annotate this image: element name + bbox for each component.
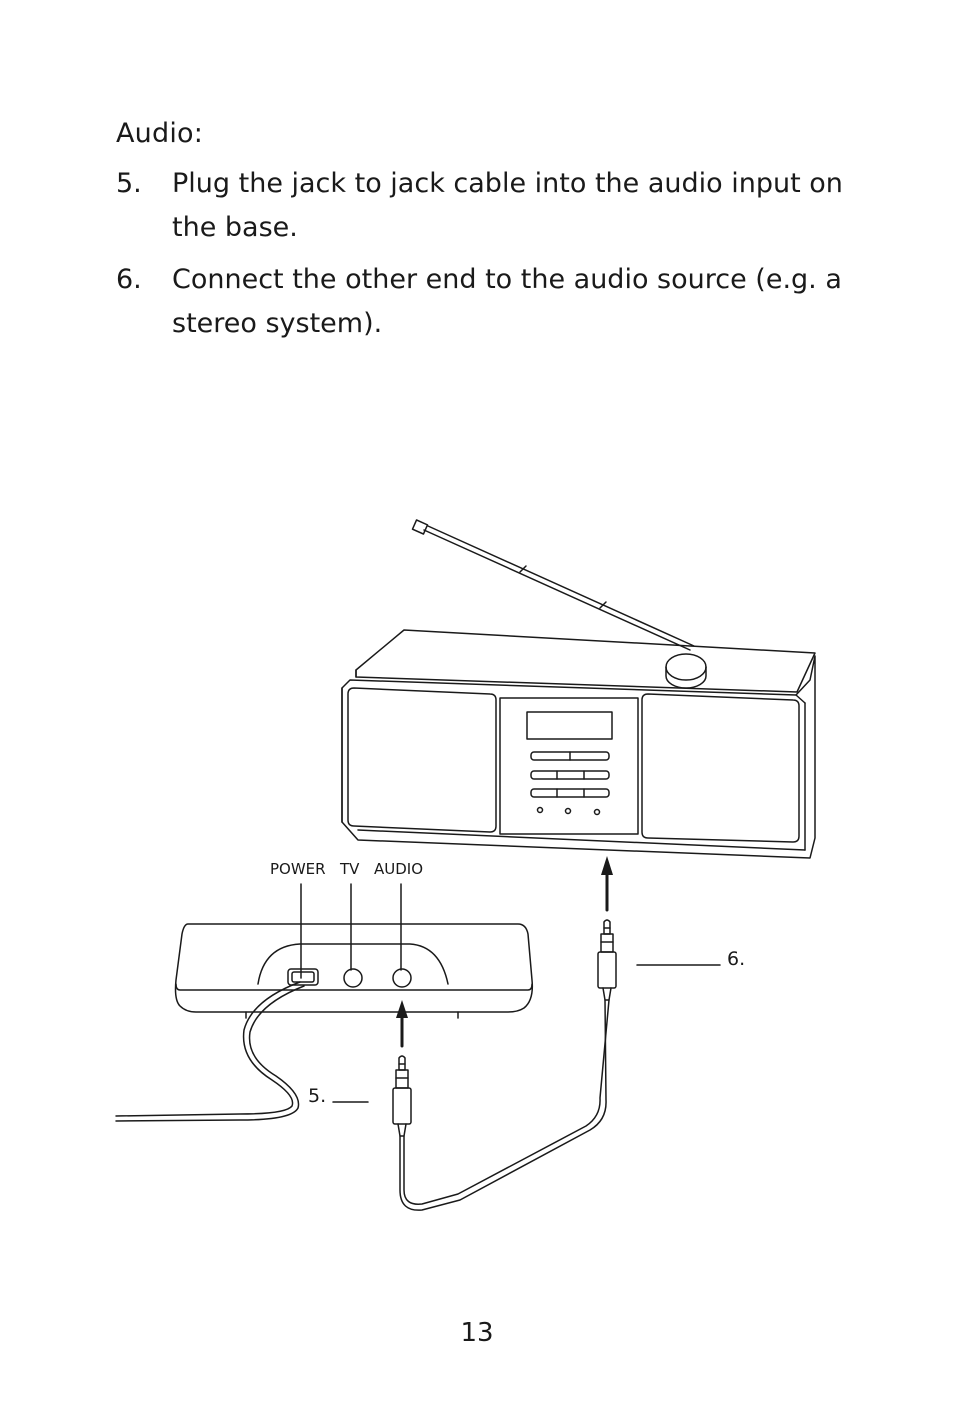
port-label-leaders [300,883,402,979]
arrows [396,856,613,1048]
step-5: 5. Plug the jack to jack cable into the … [116,162,876,250]
audio-cable [399,999,610,1211]
step-text: Connect the other end to the audio sourc… [172,264,842,339]
page-number: 13 [460,1318,494,1348]
port-labels: POWER TV AUDIO [270,860,423,878]
radio-unit [341,519,816,859]
section-heading: Audio: [116,118,204,149]
power-cable [115,981,305,1122]
port-label-audio: AUDIO [374,860,423,878]
step-6: 6. Connect the other end to the audio so… [116,258,876,346]
audio-plug-5 [392,1055,412,1137]
port-label-tv: TV [339,860,360,878]
callout-5: 5. [308,1085,326,1107]
base-station [174,923,534,1019]
callouts: 5. 6. [308,948,745,1107]
antenna [411,519,695,651]
audio-plug-6 [597,919,617,1001]
step-number: 6. [116,264,142,295]
port-label-power: POWER [270,860,326,878]
step-text: Plug the jack to jack cable into the aud… [172,168,843,243]
connection-illustration: POWER TV AUDIO [115,519,816,1211]
callout-6: 6. [727,948,745,970]
step-number: 5. [116,168,142,199]
